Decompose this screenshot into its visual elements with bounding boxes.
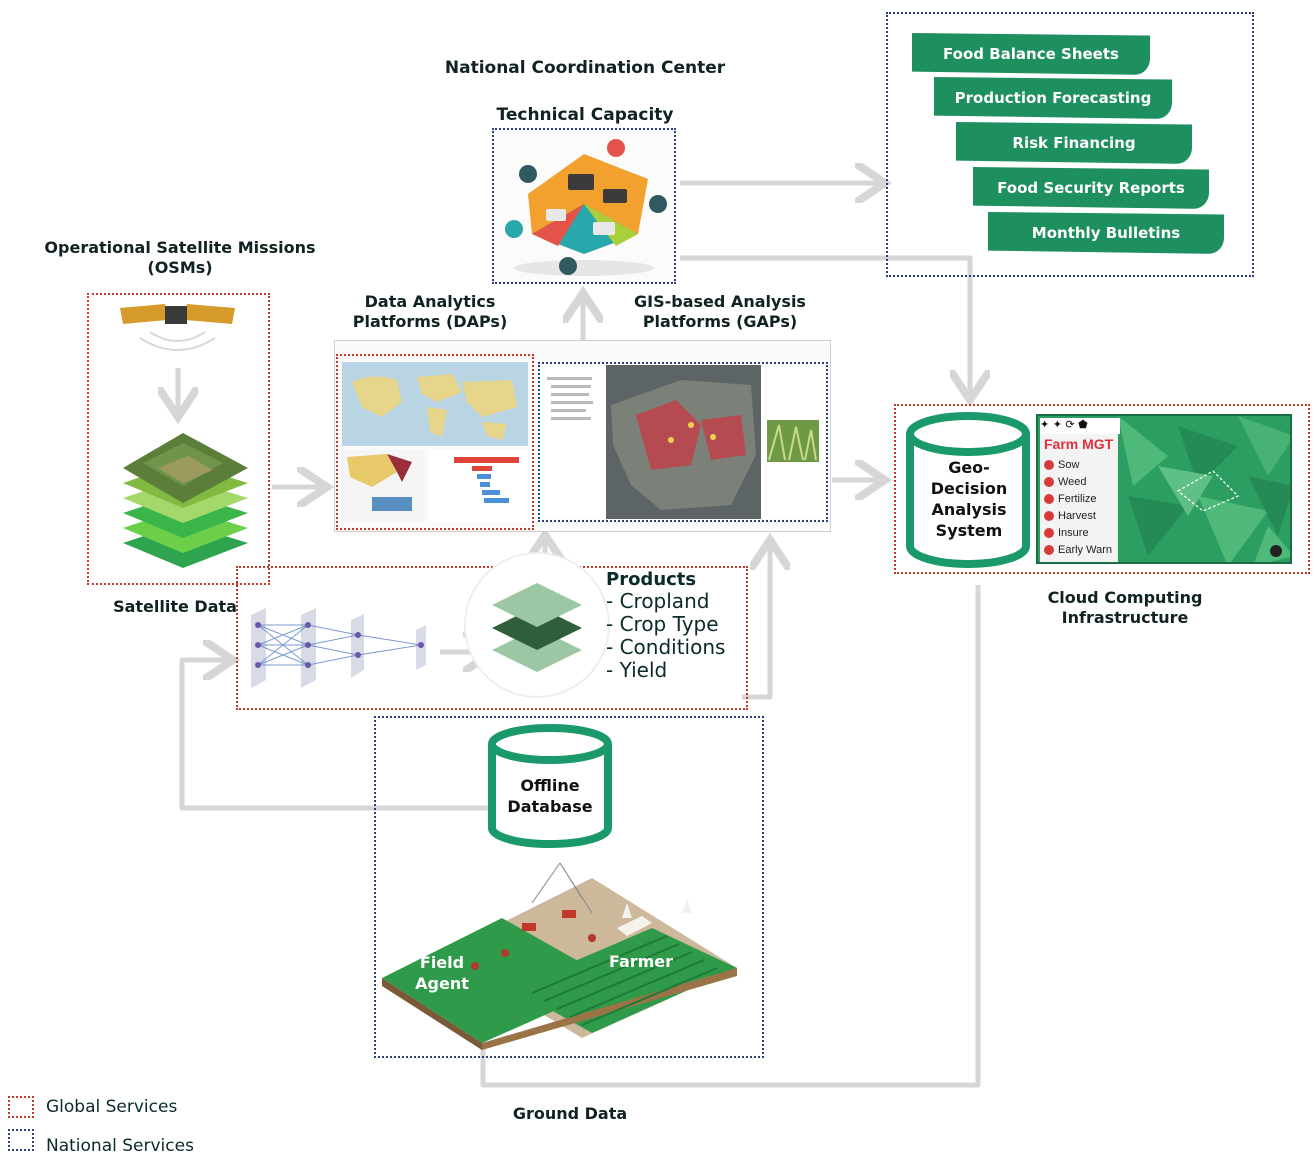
cloud-title-line1: Cloud Computing [1047,588,1203,607]
product-crop-type: - Crop Type [606,612,719,636]
gap-title-line2: Platforms (GAPs) [642,312,798,331]
farm-field-illustration [382,862,737,1050]
legend-national-swatch [8,1129,34,1151]
technical-capacity-title: Technical Capacity [496,105,674,125]
field-agent-line1: Field [419,953,465,972]
dap-box [336,354,534,530]
product-conditions: - Conditions [606,635,726,659]
farm-app-toolbar: ✦ ✦ ⟳ ⬟ [1040,418,1120,434]
harvest-icon [1044,510,1054,521]
product-cropland: - Cropland [606,589,710,613]
output-banner-risk-financing: Risk Financing [956,122,1192,164]
products-box [236,566,748,710]
products-layers-icon [464,552,610,698]
ground-data-label: Ground Data [512,1104,628,1123]
neural-network-icon [251,608,426,688]
geo-decision-line4: System [935,521,1003,540]
cloud-title-line2: Infrastructure [1061,608,1189,627]
products-title: Products [606,569,697,590]
weed-icon [1044,476,1054,487]
farm-menu-sow[interactable]: Sow [1044,456,1114,473]
farm-menu-insure[interactable]: Insure [1044,524,1114,541]
arrow-products-to-gap [742,545,770,700]
offline-database-label: Offline Database [496,775,604,817]
field-agent-label: Field Agent [410,952,474,994]
geo-decision-line3: Analysis [931,500,1007,519]
offline-db-line1: Offline [520,776,580,795]
satellite-data-label: Satellite Data [113,597,237,616]
dap-title-line1: Data Analytics [364,292,496,311]
field-agent-line2: Agent [415,974,469,993]
geo-decision-line1: Geo- [948,458,990,477]
satellite-imagery-stack [123,433,248,568]
geo-decision-line2: Decision [930,479,1008,498]
farm-menu-weed-label: Weed [1058,475,1087,488]
offline-database-cylinder [488,724,612,848]
farm-menu-early-warn[interactable]: Early Warn [1044,541,1114,558]
osm-title-line1: Operational Satellite Missions [44,238,316,257]
legend-global-swatch [8,1096,34,1118]
farm-app-menu: Farm MGT Sow Weed Fertilize Harvest Insu… [1040,434,1118,562]
toolbar-nav-icon[interactable]: ✦ ✦ ⟳ ⬟ [1040,418,1088,431]
gap-gis-screenshot [541,365,825,519]
output-banner-production-forecasting: Production Forecasting [934,77,1172,119]
arrow-tech-to-cloud [680,255,970,395]
dap-title: Data Analytics Platforms (DAPs) [330,292,530,332]
satellite-icon [120,304,235,351]
dap-title-line2: Platforms (DAPs) [352,312,508,331]
gap-box [538,362,828,522]
osm-title-line2: (OSMs) [147,258,213,277]
legend-national-label: National Services [46,1136,194,1156]
output-banner-monthly-bulletins: Monthly Bulletins [988,212,1224,254]
osm-box [87,293,270,585]
dap-dashboard-screenshot [342,362,528,522]
offline-db-line2: Database [507,797,593,816]
output-banner-food-balance: Food Balance Sheets [912,33,1150,75]
geo-decision-label: Geo- Decision Analysis System [920,457,1018,541]
legend-global-label: Global Services [46,1097,178,1117]
national-center-title: National Coordination Center [444,58,726,78]
farm-menu-fertilize-label: Fertilize [1058,492,1097,505]
farm-app-screenshot: ✦ ✦ ⟳ ⬟ Farm MGT Sow Weed Fertilize Harv… [1036,414,1292,564]
farm-menu-sow-label: Sow [1058,458,1080,471]
arrow-db-to-network [179,660,488,811]
farm-menu-weed[interactable]: Weed [1044,473,1114,490]
farm-app-title: Farm MGT [1044,436,1114,452]
gap-title-line1: GIS-based Analysis [634,292,806,311]
farmer-label: Farmer [608,952,674,971]
farm-map-triangles [1118,416,1290,562]
early-warn-icon [1044,544,1054,555]
sow-icon [1044,459,1054,470]
products-list: Products - Cropland - Crop Type - Condit… [606,569,746,682]
insure-icon [1044,527,1054,538]
meeting-table-illustration [505,139,667,276]
output-banner-food-security-reports: Food Security Reports [973,167,1209,209]
product-yield: - Yield [606,658,668,682]
ground-data-box [374,716,764,1058]
farm-menu-insure-label: Insure [1058,526,1089,539]
farm-menu-harvest[interactable]: Harvest [1044,507,1114,524]
farm-menu-early-warn-label: Early Warn [1058,543,1112,556]
farm-menu-fertilize[interactable]: Fertilize [1044,490,1114,507]
cloud-title: Cloud Computing Infrastructure [1000,588,1250,628]
osm-title: Operational Satellite Missions (OSMs) [20,238,340,278]
geo-decision-cylinder [906,412,1030,568]
fertilize-icon [1044,493,1054,504]
gap-title: GIS-based Analysis Platforms (GAPs) [610,292,830,332]
farm-menu-harvest-label: Harvest [1058,509,1096,522]
cloud-box [894,404,1310,574]
outputs-box [886,12,1254,277]
